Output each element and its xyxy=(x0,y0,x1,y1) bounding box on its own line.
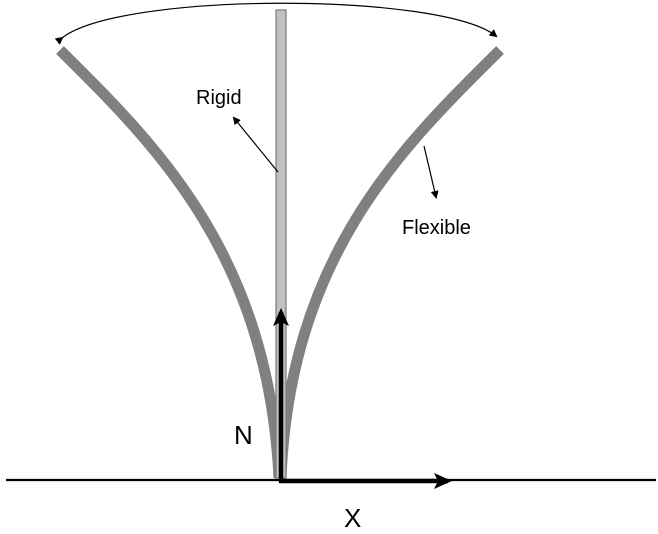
rigid-label: Rigid xyxy=(196,87,242,109)
x-axis-label: X xyxy=(344,503,361,533)
n-axis-label: N xyxy=(234,420,253,450)
flexible-label: Flexible xyxy=(402,217,471,239)
flexible-pointer xyxy=(423,145,439,199)
swing-arc xyxy=(54,2,498,45)
flexible-curve-left xyxy=(56,46,285,479)
rigid-pointer xyxy=(232,116,279,173)
flexible-curve-right xyxy=(275,46,504,479)
